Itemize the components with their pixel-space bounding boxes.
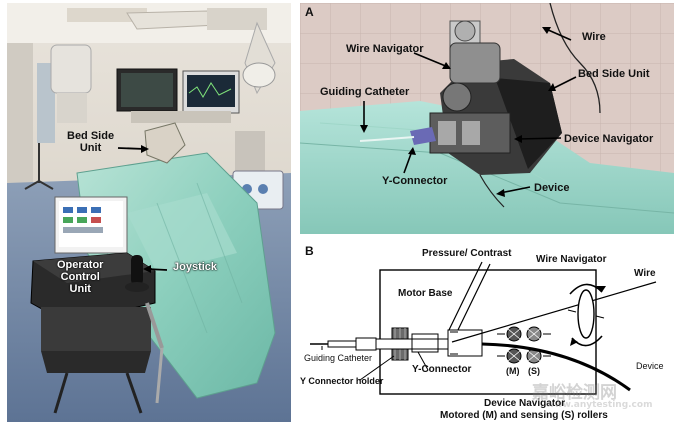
joystick-label: Joystick	[173, 261, 218, 273]
panel-a-photo: A Wire Wire Navigator Bed Side Unit Guid…	[300, 3, 674, 234]
panel-a-guiding-catheter-label: Guiding Catheter	[320, 86, 410, 98]
wire-line	[451, 281, 657, 343]
wire-navigator-wheel	[577, 289, 595, 339]
wire-label: Wire	[634, 268, 656, 279]
bed-side-unit-arrow	[117, 147, 146, 150]
y-connector-holder-label: Y Connector holder	[300, 376, 384, 386]
bed-side-unit-closeup	[300, 3, 674, 234]
motor-base-label: Motor Base	[398, 288, 453, 299]
device-line	[481, 342, 631, 392]
panel-a-device-label: Device	[534, 182, 570, 194]
y-connector-label: Y-Connector	[412, 364, 472, 375]
navigator-schematic	[300, 240, 674, 426]
motor-base-box	[379, 269, 597, 395]
panel-b-diagram: B Pressure/ Contrast Wire Navigator Wire…	[300, 240, 674, 426]
watermark: 嘉峪检测网	[532, 383, 617, 403]
panel-a-tag: A	[305, 5, 314, 19]
guiding-catheter-label: Guiding Catheter	[304, 353, 373, 363]
device-navigator-label: Device Navigator	[484, 398, 566, 409]
panel-a-wire-label: Wire	[582, 31, 606, 43]
wire-navigator-label: Wire Navigator	[536, 254, 607, 265]
pressure-contrast-label: Pressure/ Contrast	[422, 248, 512, 259]
panel-a-wire-navigator-label: Wire Navigator	[346, 43, 424, 55]
panel-a-device-navigator-label: Device Navigator	[564, 133, 654, 145]
y-connector-tube	[375, 338, 453, 350]
watermark-url: www.anytesting.com	[546, 400, 653, 410]
panel-a-y-connector-label: Y-Connector	[382, 175, 448, 187]
roller-s-label: (S)	[528, 366, 540, 376]
operating-room-photo	[7, 3, 291, 422]
panel-b-tag: B	[305, 244, 314, 258]
left-photo: Bed Side Unit Joystick Operator Control …	[7, 3, 291, 422]
rollers	[506, 326, 542, 364]
panel-a-bed-side-unit-label: Bed Side Unit	[578, 68, 650, 80]
rollers-label: Motored (M) and sensing (S) rollers	[440, 410, 608, 421]
operator-control-unit-label: Operator Control Unit	[57, 259, 104, 295]
roller-m-label: (M)	[506, 366, 520, 376]
device-label: Device	[636, 361, 664, 371]
bed-side-unit-label: Bed Side Unit	[67, 130, 115, 154]
